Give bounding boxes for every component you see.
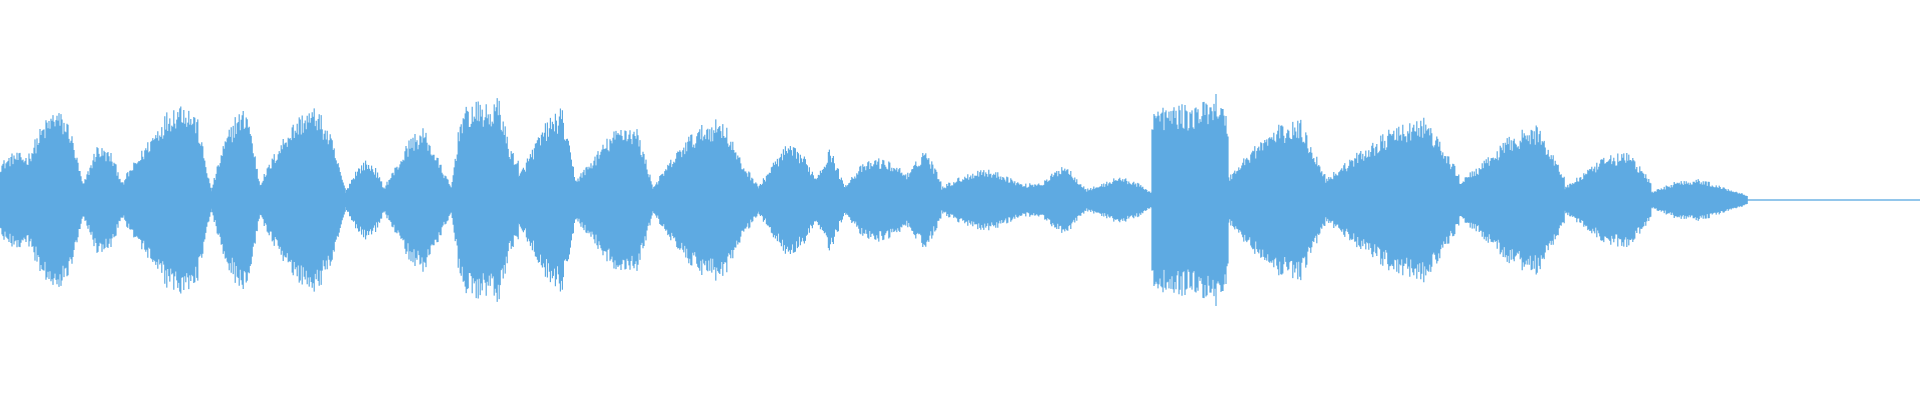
waveform-segment bbox=[124, 106, 212, 294]
waveform-segment bbox=[1324, 117, 1460, 283]
waveform-segment bbox=[844, 153, 942, 247]
waveform-segment bbox=[0, 113, 125, 287]
waveform-segment bbox=[652, 119, 759, 281]
waveform-segment bbox=[1458, 125, 1565, 275]
waveform-segment bbox=[383, 128, 452, 272]
waveform-segment bbox=[1564, 153, 1652, 247]
waveform-segment bbox=[450, 98, 519, 302]
waveform-segment bbox=[1151, 94, 1229, 306]
waveform-segment bbox=[1228, 119, 1326, 281]
waveform-segment bbox=[258, 108, 346, 292]
waveform-segment bbox=[1084, 177, 1153, 223]
waveform-segment bbox=[1650, 179, 1748, 221]
waveform-segment bbox=[517, 108, 576, 292]
waveform-layer bbox=[0, 94, 1920, 306]
waveform-segment bbox=[757, 146, 845, 254]
waveform-segment bbox=[210, 111, 260, 289]
waveform-segment bbox=[345, 160, 385, 240]
waveform-segment bbox=[575, 129, 653, 271]
waveform-segment bbox=[940, 167, 1086, 233]
